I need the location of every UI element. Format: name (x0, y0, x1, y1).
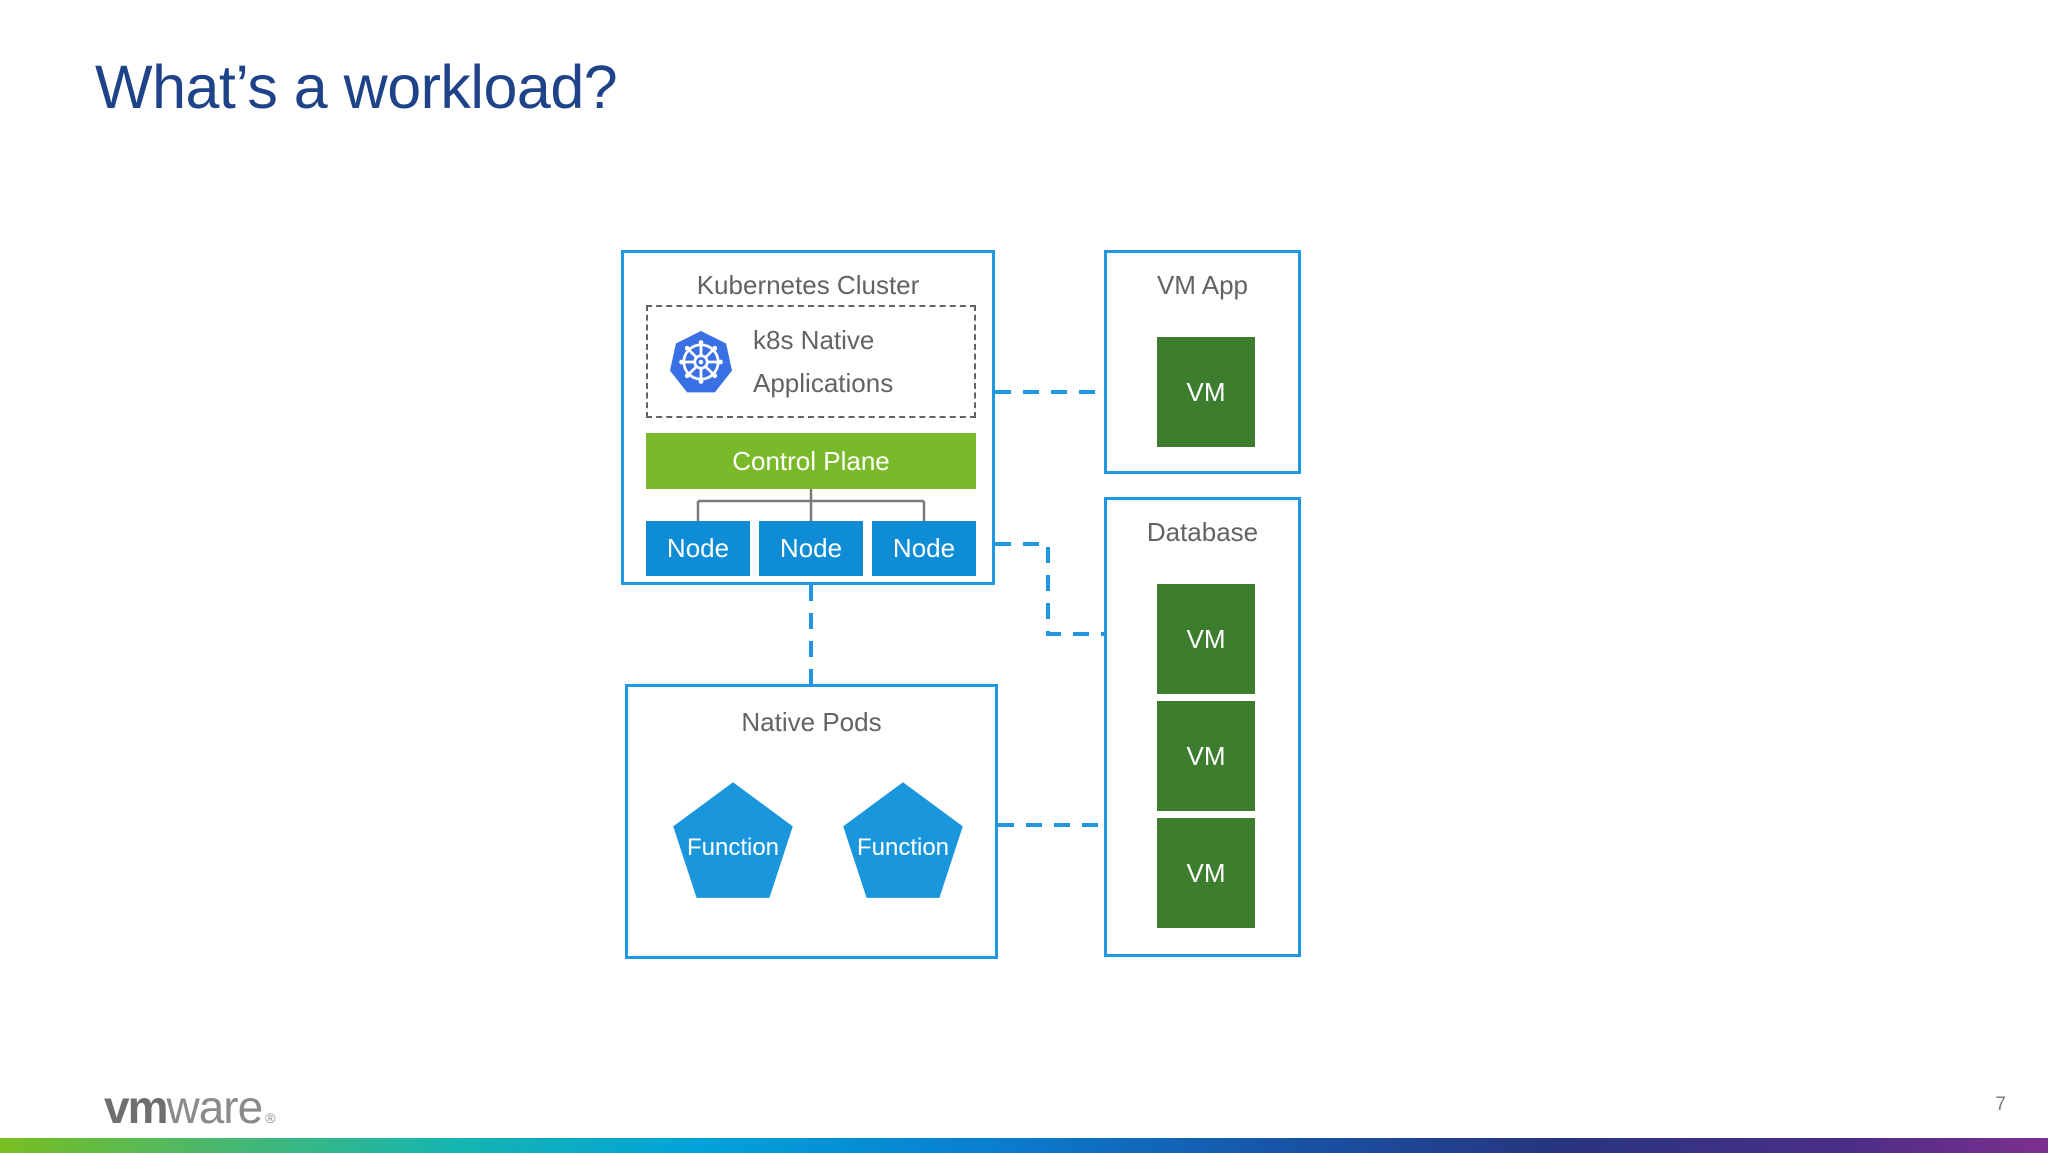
control-plane-box: Control Plane (646, 433, 976, 489)
connector-k8s-to-database (995, 542, 1104, 636)
k8s-native-applications-group: k8s Native Applications (646, 305, 976, 418)
k8s-native-applications-label: k8s Native Applications (753, 319, 968, 405)
function-pentagon: Function (668, 777, 798, 907)
functions-row: Function Function (668, 777, 968, 912)
node-box: Node (872, 521, 976, 576)
function-pentagon: Function (838, 777, 968, 907)
page-title: What’s a workload? (95, 53, 618, 121)
registered-trademark-icon: ® (265, 1110, 276, 1126)
control-plane-to-nodes-connector (696, 489, 926, 521)
k8s-native-label-line2: Applications (753, 367, 894, 398)
database-title: Database (1146, 517, 1259, 547)
vmware-logo-bold: vm (104, 1081, 169, 1133)
kubernetes-cluster-title: Kubernetes Cluster (696, 270, 920, 300)
vm-app-title: VM App (1156, 270, 1249, 300)
page-number: 7 (1995, 1094, 2006, 1115)
node-row: Node Node Node (646, 521, 976, 576)
vm-box: VM (1157, 337, 1255, 447)
database-panel: Database VM VM VM (1104, 497, 1301, 957)
kubernetes-helm-wheel-icon (669, 330, 733, 392)
vm-box: VM (1157, 584, 1255, 694)
footer-gradient-bar (0, 1138, 2048, 1153)
native-pods-title: Native Pods (741, 707, 882, 737)
vm-box: VM (1157, 818, 1255, 928)
vmware-logo-light: ware (166, 1081, 263, 1133)
kubernetes-cluster-panel: Kubernetes Cluster (621, 250, 995, 585)
vmware-logo: vm ware ® (104, 1080, 276, 1133)
native-pods-panel: Native Pods Function Function (625, 684, 998, 959)
vm-box: VM (1157, 701, 1255, 811)
node-box: Node (759, 521, 863, 576)
node-box: Node (646, 521, 750, 576)
vm-app-panel: VM App VM (1104, 250, 1301, 474)
pentagon-icon (843, 782, 963, 898)
k8s-native-label-line1: k8s Native (753, 324, 875, 355)
pentagon-icon (673, 782, 793, 898)
